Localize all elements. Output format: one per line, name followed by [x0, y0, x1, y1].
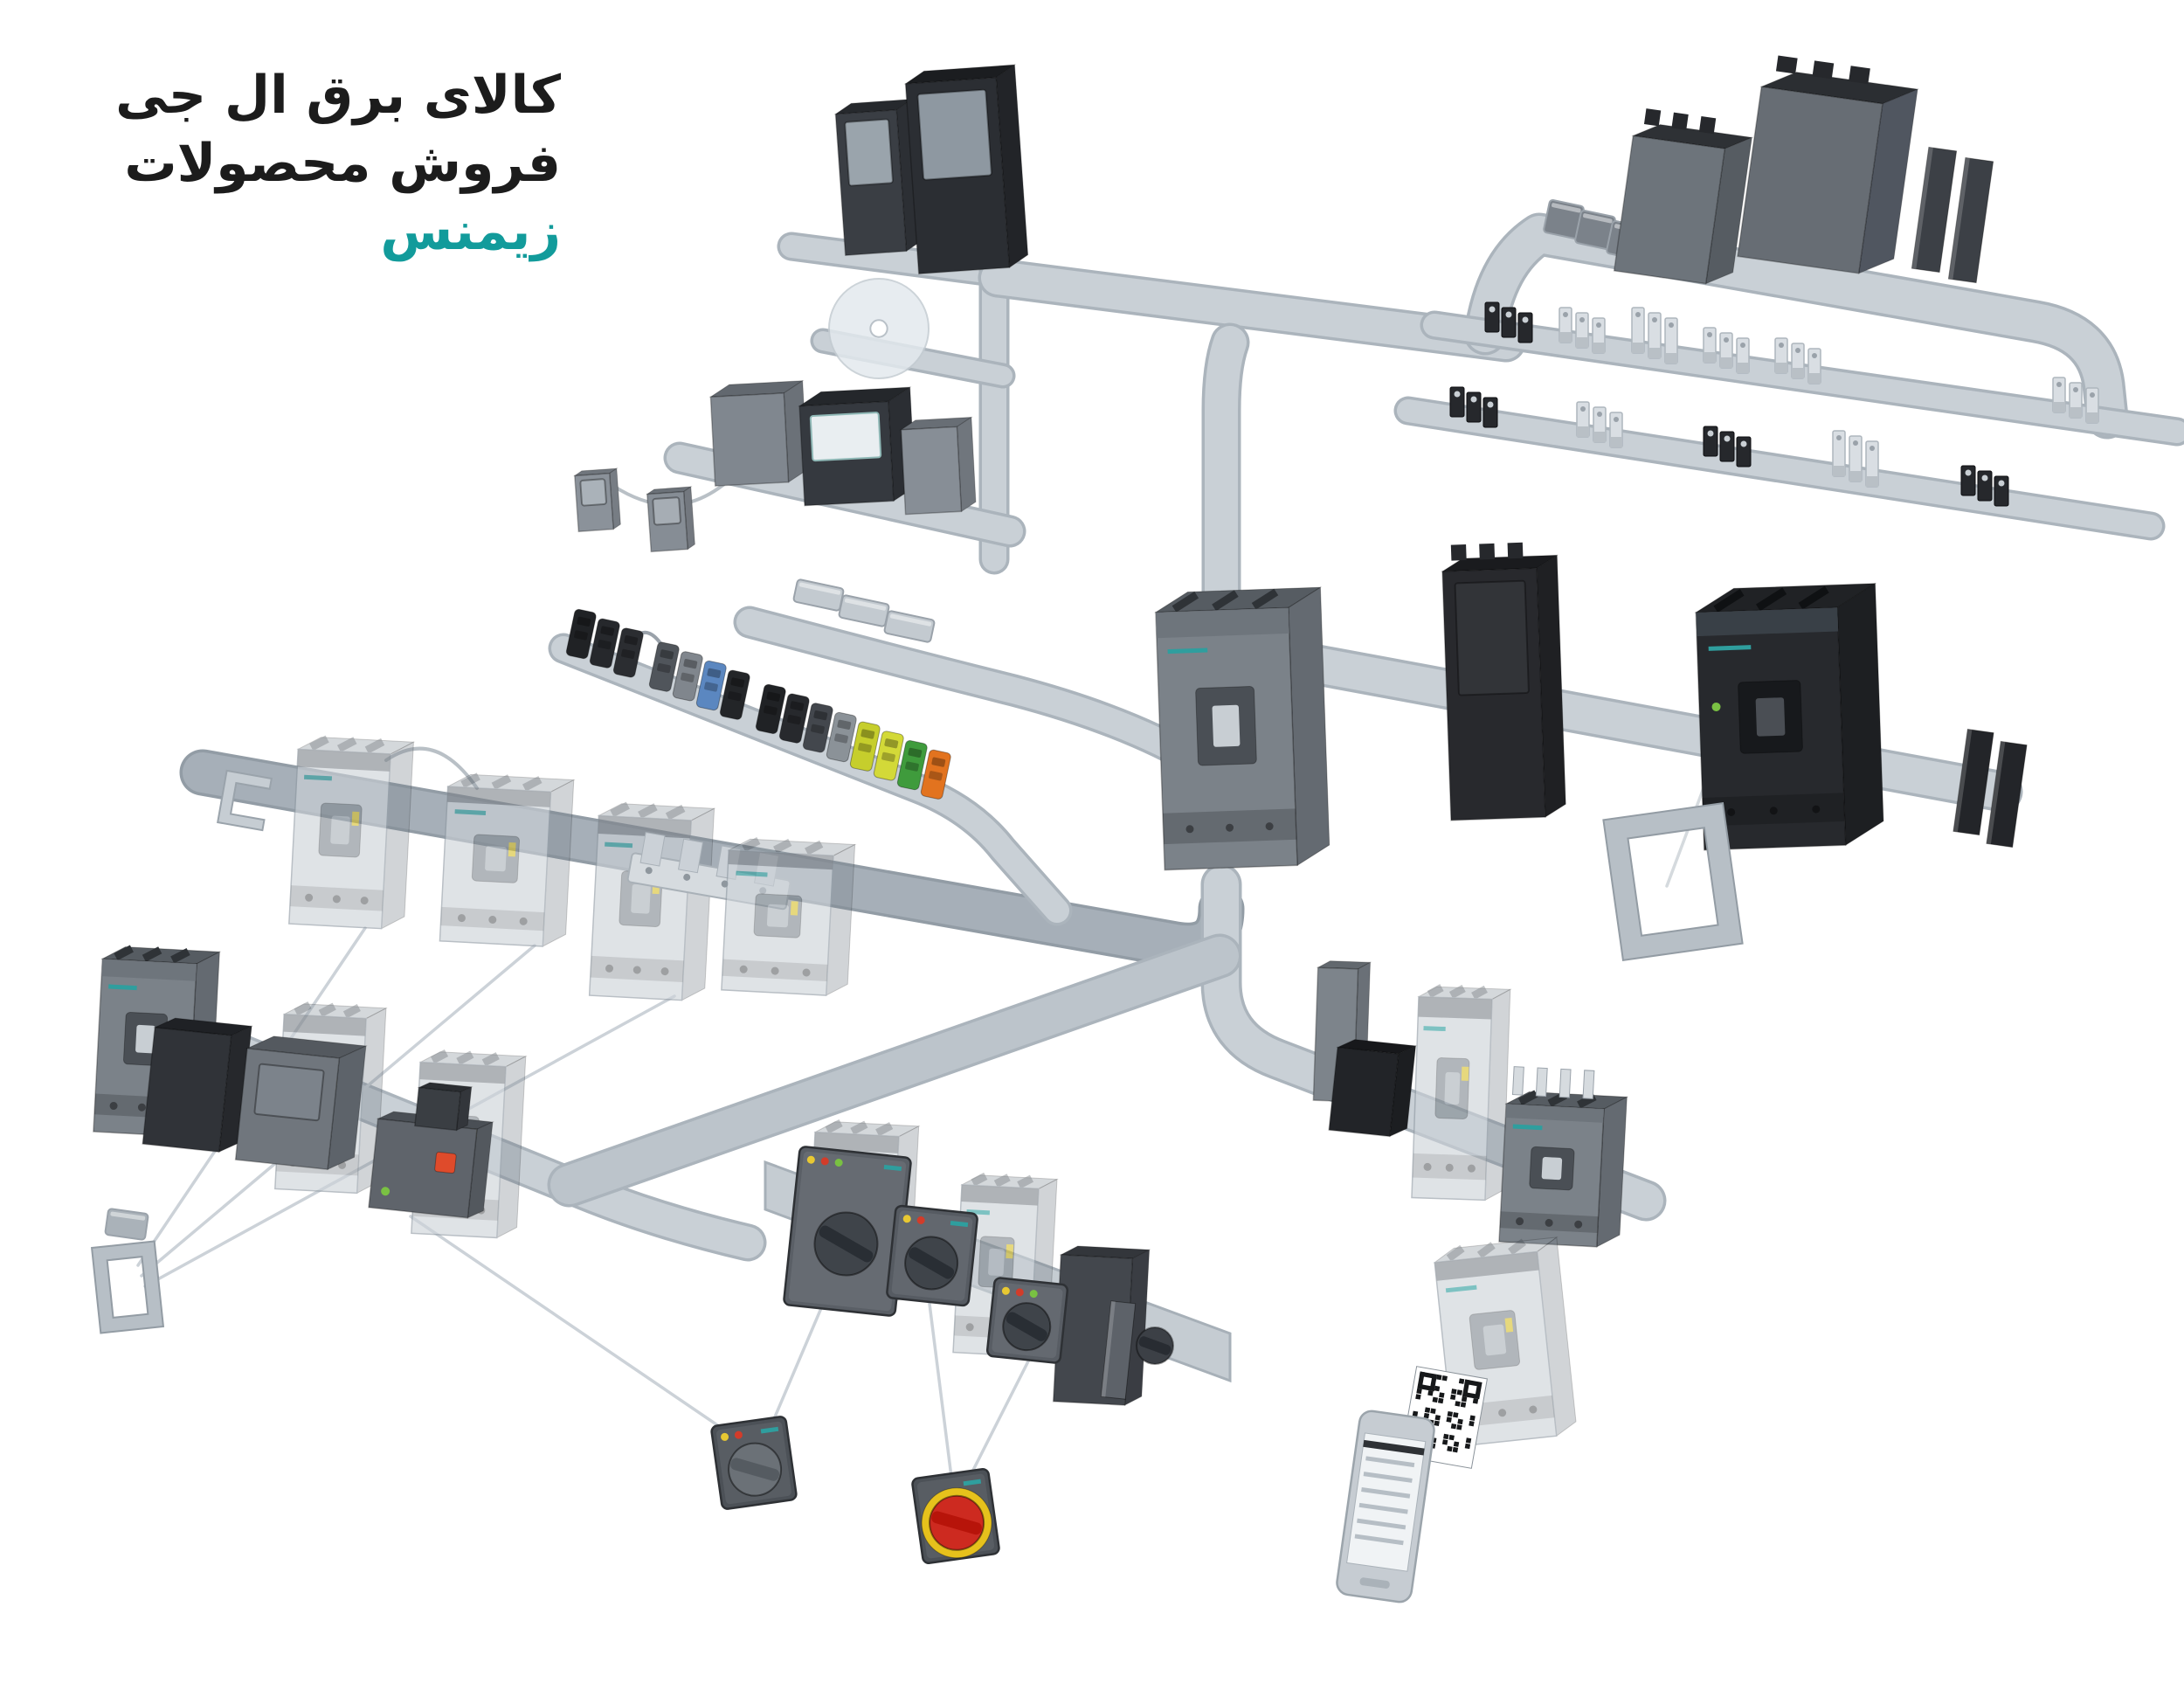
- din-accessory-strip-item: [778, 693, 810, 744]
- battery-module: [645, 486, 695, 553]
- din-device-black: [1441, 542, 1566, 821]
- rotary-operator-front: [783, 1146, 912, 1317]
- rail-topright-shelf: [1463, 212, 2129, 440]
- mounting-frame: [1602, 802, 1744, 961]
- din-accessory-strip-item: [802, 703, 833, 753]
- label-plate: [104, 1208, 149, 1241]
- power-meter-display: [798, 386, 916, 507]
- breaker-body-dark: [1052, 1245, 1151, 1406]
- cover-pad: [838, 594, 890, 627]
- din-accessory-strip-item: [565, 608, 597, 660]
- din-rail-bracket: [217, 769, 273, 832]
- terminal-plate-black: [1952, 728, 1994, 836]
- din-accessory-strip-item: [612, 627, 644, 678]
- lead-line: [928, 1302, 954, 1486]
- connector-lug-set: [1832, 430, 1879, 488]
- din-accessory-strip-item: [695, 660, 727, 711]
- din-accessory-strip-item: [896, 740, 928, 791]
- brand-line1: کالای برق ال جی: [115, 65, 561, 126]
- terminal-plate-black: [1986, 740, 2028, 848]
- door-cutout-frame: [90, 1240, 165, 1334]
- brand-line2-black: فروش محصولات: [124, 133, 561, 194]
- connector-lug-set: [1631, 307, 1678, 364]
- breaker-transparent: [588, 801, 716, 1001]
- terminal-cover-pad: [1574, 210, 1616, 250]
- black-circuit-breaker: [1694, 582, 1884, 851]
- connector-lug-set: [1703, 327, 1750, 374]
- emergency-rotary-handle-red: [911, 1468, 1000, 1564]
- din-accessory-strip-item: [826, 711, 857, 763]
- main-circuit-breaker-3va: [1154, 586, 1330, 871]
- contactor-extension-large: [1737, 55, 1919, 274]
- din-accessory-strip-item: [589, 618, 620, 668]
- rail-upper-diagonal: [978, 258, 1526, 363]
- rotary-operator-front: [886, 1204, 978, 1307]
- fuse-terminal-set: [1449, 386, 1498, 428]
- expansion-module: [899, 416, 977, 516]
- software-disc: [828, 278, 930, 379]
- din-accessory-strip-item: [873, 731, 904, 781]
- terminal-block-set: [1703, 426, 1752, 468]
- terminal-cover-pad: [1543, 199, 1585, 239]
- breaker-transparent: [721, 836, 857, 996]
- rail-center-spine: [1201, 322, 1250, 644]
- connector-lug-set: [2052, 377, 2099, 424]
- breaker-transparent: [439, 772, 576, 947]
- rail-lug-shelf-b: [1393, 396, 2166, 541]
- communication-module: [708, 379, 808, 487]
- rail-lower-connector: [547, 933, 1242, 1208]
- din-accessory-strip-item: [672, 651, 703, 702]
- brand-line2: فروش محصولات زیمنس: [0, 129, 561, 266]
- cover-pad: [792, 578, 845, 612]
- rail-lug-shelf-a: [1420, 310, 2184, 447]
- connector-lug-set: [1774, 337, 1821, 384]
- brand-line2-siemens: زیمنس: [380, 201, 561, 262]
- din-accessory-strip-item: [648, 641, 680, 692]
- terminal-block-set: [1484, 301, 1533, 343]
- battery-module: [573, 468, 621, 533]
- communication-cube-module: [234, 1035, 368, 1171]
- jumper-cable: [384, 746, 479, 790]
- operator-handle-block: [414, 1082, 473, 1132]
- rail-right-branch: [1282, 641, 2023, 813]
- rail-pads-band: [733, 606, 1217, 780]
- din-accessory-strip-item: [849, 721, 881, 772]
- din-accessory-strip-item: [719, 669, 750, 720]
- door-mounting-plate: [1100, 1300, 1137, 1400]
- breaker-transparent: [1411, 984, 1512, 1202]
- terminal-cover-large: [142, 1017, 253, 1153]
- rotary-operator-front: [985, 1277, 1069, 1364]
- terminal-cover-black: [1328, 1039, 1418, 1138]
- door-mounting-knob: [1136, 1326, 1174, 1365]
- din-accessory-strip-item: [920, 749, 951, 800]
- terminal-block-set: [1960, 465, 2009, 507]
- separator-plate: [1947, 156, 1994, 284]
- breaker-transparent: [288, 735, 416, 930]
- cover-pad: [883, 610, 936, 643]
- door-rotary-handle-gray: [710, 1416, 798, 1510]
- handheld-test-device-large: [903, 64, 1029, 275]
- brand-title: کالای برق ال جی فروش محصولات زیمنس: [0, 61, 561, 266]
- rail-bottom-spine: [1200, 863, 1667, 1222]
- plug-in-breaker-base: [1498, 1066, 1629, 1248]
- lead-line: [961, 1351, 1034, 1493]
- separator-plate: [1911, 146, 1958, 274]
- connector-lug-set: [1576, 401, 1623, 448]
- lead-line: [409, 1215, 757, 1452]
- connector-lug-set: [1559, 307, 1606, 354]
- contactor-extension-medium: [1613, 108, 1754, 285]
- din-accessory-strip-item: [755, 683, 786, 734]
- smartphone-scanner: [1336, 1409, 1435, 1603]
